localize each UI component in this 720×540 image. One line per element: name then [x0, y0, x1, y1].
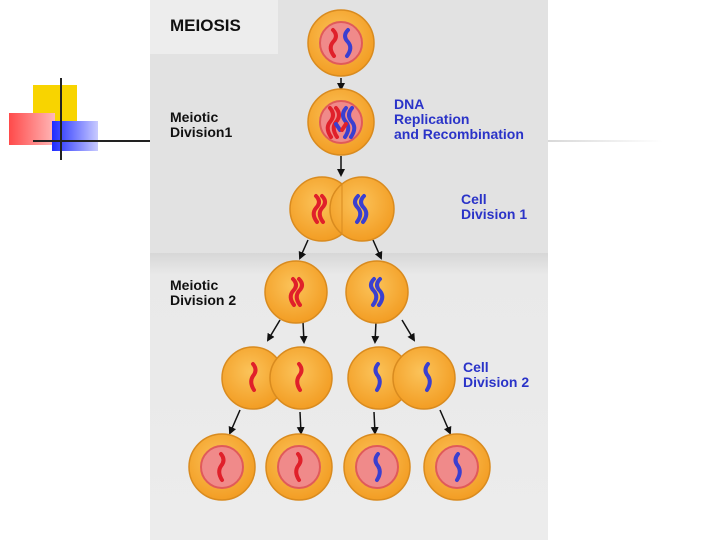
meiosis-diagram: [188, 9, 491, 501]
dna-replication-label: DNA Replication and Recombination: [394, 97, 524, 142]
label-line: Meiotic: [170, 109, 219, 125]
maternal-chromosome: [373, 362, 382, 392]
maternal-chromosome: [353, 194, 363, 224]
division-2-dividing-right: [347, 346, 456, 410]
parent-cell: [307, 9, 375, 77]
arrow-left-cell-to-division-2-left: [266, 319, 281, 342]
label-line: DNA: [394, 96, 425, 112]
paternal-chromosome: [294, 277, 304, 307]
arrow-right-cell-to-division-2-right: [401, 319, 416, 342]
division-2-dividing-left: [221, 346, 333, 410]
arrows: [228, 78, 452, 435]
paternal-chromosome: [288, 277, 298, 307]
deco-blue-square: [52, 121, 98, 151]
deco-fade-line: [548, 140, 663, 142]
maternal-chromosome: [369, 277, 379, 307]
label-line: Division 2: [463, 374, 530, 390]
paternal-chromosome: [249, 362, 258, 392]
arrow-division-1-left: [298, 239, 309, 260]
arrow-to-gamete-2: [296, 411, 305, 435]
gamete-1: [188, 433, 256, 501]
label-line: Cell: [463, 359, 489, 375]
recombination-segment: [340, 122, 348, 132]
maternal-chromosome: [375, 277, 385, 307]
paternal-chromosome: [294, 452, 303, 482]
label-line: and Recombination: [394, 126, 524, 142]
cell-division-1-label: Cell Division 1: [461, 192, 527, 222]
label-line: Division 1: [461, 206, 528, 222]
arrow-to-gamete-4: [439, 409, 452, 435]
meiotic-division-2-label: Meiotic Division 2: [170, 278, 236, 308]
gamete-4: [423, 433, 491, 501]
meiosis-diagram-panel: MEIOSIS Meiotic Division1 Meiotic Divisi…: [150, 0, 548, 540]
label-line: Replication: [394, 111, 470, 127]
paternal-chromosome: [317, 194, 327, 224]
paternal-chromosome: [217, 452, 226, 482]
maternal-chromosome: [373, 452, 382, 482]
paternal-chromosome: [328, 28, 338, 58]
label-line: Division 2: [170, 292, 237, 308]
label-line: Meiotic: [170, 277, 219, 293]
arrow-to-gamete-1: [228, 409, 241, 435]
paternal-chromatid: [325, 106, 335, 139]
meiotic-division-1-label: Meiotic Division1: [170, 110, 232, 140]
maternal-chromosome: [423, 362, 432, 392]
arrow-to-gamete-3: [370, 411, 379, 435]
division-2-cell-right: [345, 260, 409, 324]
recombination-segment: [334, 122, 342, 132]
deco-vertical-line: [60, 78, 62, 160]
gamete-3: [343, 433, 411, 501]
label-line: Division1: [170, 124, 233, 140]
deco-horizontal-line: [33, 140, 153, 142]
deco-red-square: [9, 113, 55, 145]
gamete-2: [265, 433, 333, 501]
paternal-chromosome: [295, 362, 304, 392]
division-1-cells: [289, 176, 395, 242]
arrow-right-cell-to-division-2-left: [371, 321, 380, 344]
division-2-cell-left: [264, 260, 328, 324]
maternal-chromosome: [359, 194, 369, 224]
arrow-division-1-right: [372, 239, 383, 260]
diagram-title: MEIOSIS: [170, 16, 241, 35]
paternal-chromosome: [311, 194, 321, 224]
maternal-chromosome: [453, 452, 462, 482]
cell-division-2-label: Cell Division 2: [463, 360, 529, 390]
maternal-chromosome: [343, 28, 353, 58]
replicated-cell: [307, 88, 375, 156]
maternal-chromatid: [347, 106, 357, 139]
label-line: Cell: [461, 191, 487, 207]
arrow-left-cell-to-division-2-right: [299, 321, 308, 344]
title-box: [150, 0, 278, 54]
